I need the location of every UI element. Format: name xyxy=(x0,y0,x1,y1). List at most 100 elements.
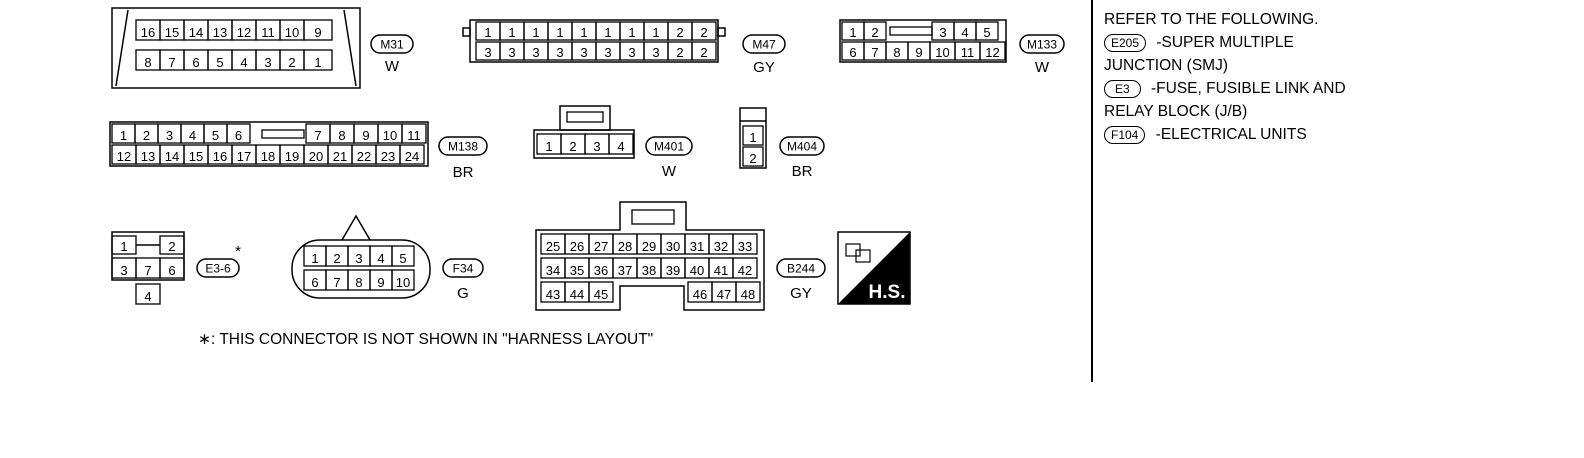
legend-code-oval: E205 xyxy=(1104,34,1147,52)
pin-number: 28 xyxy=(618,239,632,254)
pin-cell xyxy=(303,49,333,71)
pin-number: 2 xyxy=(700,25,707,40)
connector-id-oval xyxy=(779,136,825,156)
legend-heading: REFER TO THE FOLLOWING. xyxy=(1104,11,1319,28)
pin-number: 6 xyxy=(168,263,175,278)
connector-key xyxy=(261,129,305,139)
connector-id: M133 xyxy=(1027,38,1057,52)
pin-cell xyxy=(742,146,764,167)
pin-cell xyxy=(391,245,415,267)
legend-item-continuation: RELAY BLOCK (J/B) xyxy=(1104,103,1248,120)
pin-number: 23 xyxy=(381,149,395,164)
pin-number: 42 xyxy=(738,263,752,278)
wire-color: G xyxy=(457,285,469,302)
pin-number: 8 xyxy=(338,128,345,143)
pin-number: 9 xyxy=(915,45,922,60)
connector-id: M138 xyxy=(448,140,478,154)
pin-number: 18 xyxy=(261,149,275,164)
connector-id-oval xyxy=(196,258,240,278)
connector-id: E3-6 xyxy=(205,262,231,276)
connector-key xyxy=(631,209,675,225)
pin-number: 2 xyxy=(749,151,756,166)
pin-number: 2 xyxy=(676,25,683,40)
pin-cell xyxy=(588,281,614,303)
pin-number: 4 xyxy=(377,251,384,266)
pin-number: 40 xyxy=(690,263,704,278)
connector-housing xyxy=(839,19,1007,63)
pin-number: 2 xyxy=(143,128,150,143)
pin-number: 1 xyxy=(749,130,756,145)
pin-number: 11 xyxy=(961,45,975,60)
wire-color: BR xyxy=(792,163,813,180)
pin-number: 3 xyxy=(580,45,587,60)
pin-cell xyxy=(401,123,427,144)
pin-cell xyxy=(303,19,333,41)
pin-number: 1 xyxy=(314,55,321,70)
pin-number: 1 xyxy=(545,139,552,154)
pin-number: 3 xyxy=(508,45,515,60)
connector-latch xyxy=(717,27,726,37)
pin-number: 22 xyxy=(357,149,371,164)
pin-number: 3 xyxy=(593,139,600,154)
pin-number: 6 xyxy=(192,55,199,70)
pin-number: 7 xyxy=(314,128,321,143)
pin-number: 8 xyxy=(144,55,151,70)
asterisk: * xyxy=(235,243,241,260)
connector-id-oval xyxy=(438,136,488,156)
connector-housing xyxy=(111,7,361,89)
pin-number: 2 xyxy=(288,55,295,70)
legend-item-text: -ELECTRICAL UNITS xyxy=(1151,126,1307,143)
pin-number: 3 xyxy=(939,25,946,40)
connector-housing xyxy=(535,201,765,311)
pin-number: 14 xyxy=(189,25,203,40)
connector-id: M401 xyxy=(654,140,684,154)
pin-number: 45 xyxy=(594,287,608,302)
pin-number: 46 xyxy=(693,287,707,302)
pin-number: 3 xyxy=(264,55,271,70)
legend-code-oval: F104 xyxy=(1104,126,1146,144)
pin-number: 20 xyxy=(309,149,323,164)
pin-number: 7 xyxy=(144,263,151,278)
wire-color: BR xyxy=(453,164,474,181)
pin-number: 10 xyxy=(383,128,397,143)
pin-number: 11 xyxy=(261,25,275,40)
legend-item: F104 -ELECTRICAL UNITS xyxy=(1104,123,1564,146)
pin-number: 1 xyxy=(604,25,611,40)
pin-number: 2 xyxy=(676,45,683,60)
pin-number: 5 xyxy=(212,128,219,143)
connector-id: B244 xyxy=(787,262,815,276)
connector-id-oval xyxy=(370,34,414,54)
pin-number: 4 xyxy=(240,55,247,70)
connector-id: M47 xyxy=(752,38,776,52)
pin-number: 3 xyxy=(355,251,362,266)
pin-number: 13 xyxy=(141,149,155,164)
footnote: ∗: THIS CONNECTOR IS NOT SHOWN IN "HARNE… xyxy=(198,331,654,348)
pin-number: 39 xyxy=(666,263,680,278)
pin-number: 25 xyxy=(546,239,560,254)
connector-mini-icon xyxy=(855,249,871,263)
pin-cell xyxy=(863,21,887,41)
pin-number: 34 xyxy=(546,263,560,278)
pin-number: 6 xyxy=(849,45,856,60)
pin-number: 31 xyxy=(690,239,704,254)
pin-number: 9 xyxy=(377,275,384,290)
pin-number: 1 xyxy=(484,25,491,40)
pin-number: 14 xyxy=(165,149,179,164)
pin-number: 3 xyxy=(628,45,635,60)
pin-cell xyxy=(391,269,415,291)
connector-id: M404 xyxy=(787,140,817,154)
pin-number: 11 xyxy=(407,128,421,143)
hs-label: H.S. xyxy=(869,282,906,303)
pin-number: 19 xyxy=(285,149,299,164)
pin-number: 12 xyxy=(237,25,251,40)
pin-cell xyxy=(735,281,761,303)
connector-housing xyxy=(111,231,185,281)
pin-cell xyxy=(691,21,717,41)
pin-number: 2 xyxy=(168,239,175,254)
pin-number: 7 xyxy=(333,275,340,290)
legend-item: E205 -SUPER MULTIPLE xyxy=(1104,31,1564,54)
connector-housing xyxy=(109,121,429,167)
pin-number: 1 xyxy=(508,25,515,40)
pin-number: 3 xyxy=(604,45,611,60)
